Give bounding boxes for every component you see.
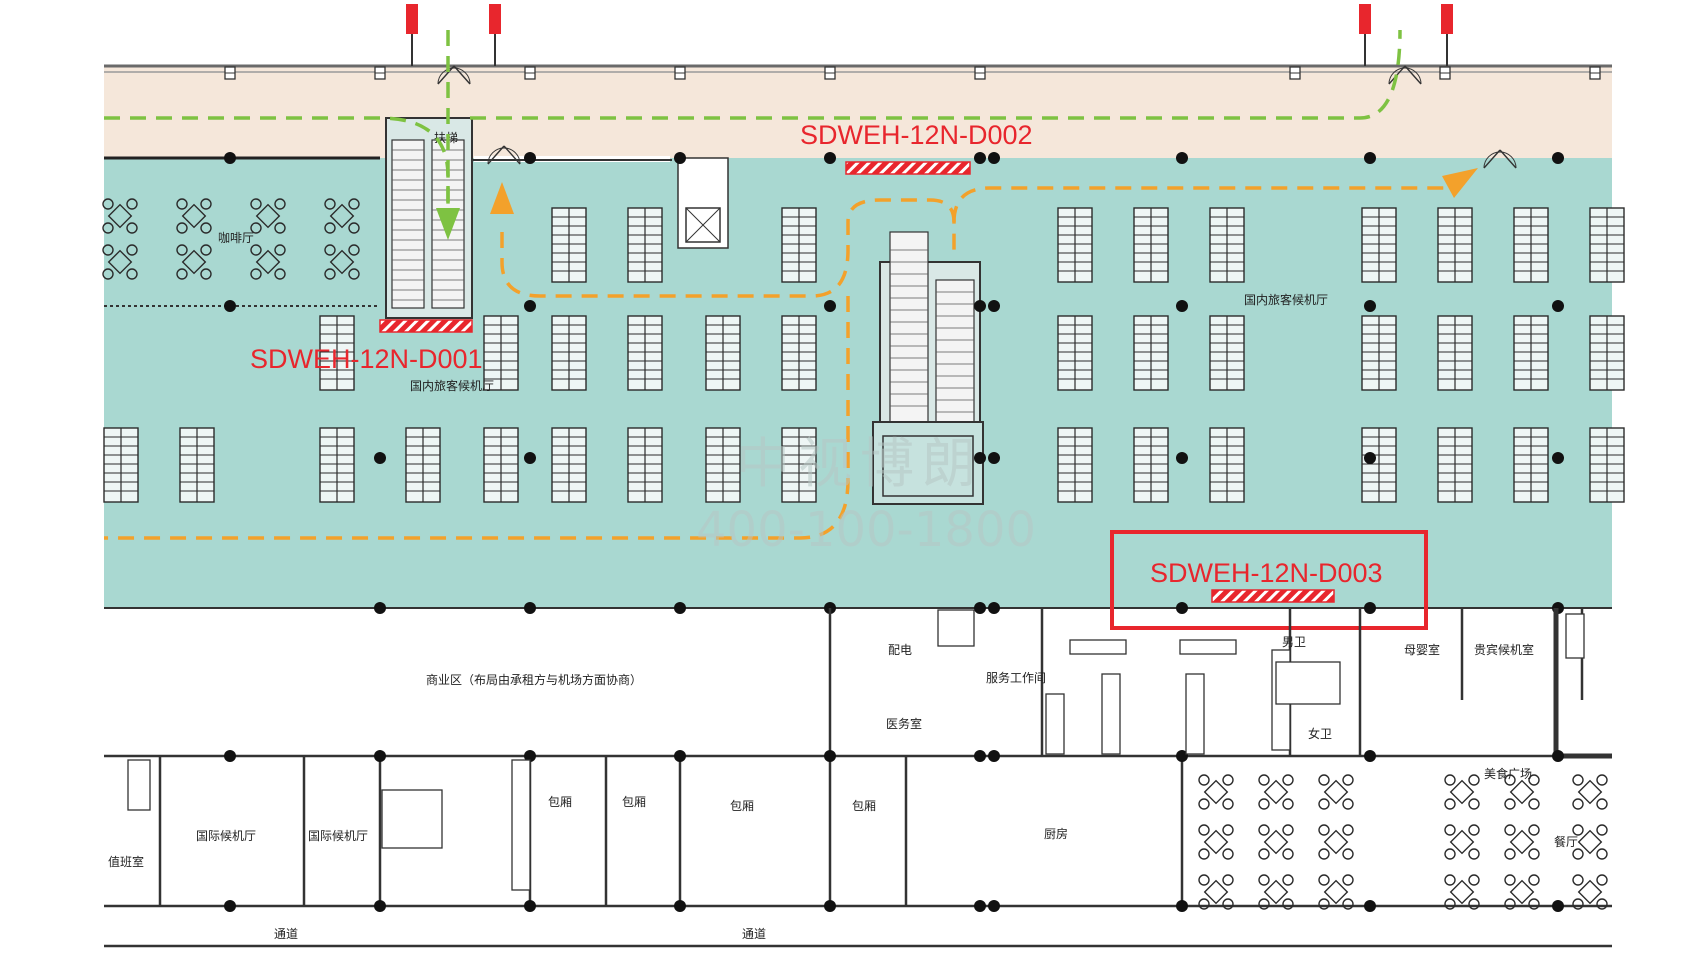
elevator-top — [677, 157, 729, 249]
departure-hall-label-left: 国内旅客候机厅 — [410, 378, 494, 393]
orange-arrow-up-head — [490, 182, 514, 214]
kitchen-label: 厨房 — [1044, 826, 1068, 841]
restaurant-label: 餐厅 — [1554, 834, 1578, 849]
ad-bar-d003[interactable] — [1211, 589, 1335, 603]
mother-room-label: 母婴室 — [1404, 642, 1440, 657]
airside-corridor — [104, 66, 1612, 158]
escalator-center — [872, 231, 984, 505]
ad-label-d002[interactable]: SDWEH-12N-D002 — [800, 120, 1033, 150]
highlight-box-d003 — [1110, 530, 1428, 630]
green-arrow-head — [436, 208, 460, 240]
watermark-phone: 400-100-1800 — [696, 502, 1036, 558]
male-wc-label: 男卫 — [1282, 635, 1306, 649]
ad-bar-d002[interactable] — [845, 161, 971, 175]
departure-hall-label-right: 国内旅客候机厅 — [1244, 292, 1328, 307]
restroom-fixtures — [127, 609, 1585, 891]
power-room-label: 配电 — [888, 643, 912, 657]
maintenance-label: 服务工作间 — [986, 670, 1046, 685]
food-court-tables — [1198, 774, 1608, 910]
medical-label: 医务室 — [886, 716, 922, 731]
ad-bar-d001[interactable] — [379, 319, 473, 333]
lower-area-walls — [104, 608, 1612, 948]
route-departure-orange — [104, 186, 1450, 540]
ad-label-d001[interactable]: SDWEH-12N-D001 — [250, 344, 483, 374]
cafe-label: 咖啡厅 — [218, 230, 254, 245]
route-arrival-green — [104, 29, 1402, 220]
orange-arrow-right-head — [1442, 168, 1478, 198]
gate-marker-right — [1359, 4, 1453, 85]
corridor-right-label: 通道 — [742, 927, 766, 941]
food-court-label: 美食广场 — [1484, 766, 1532, 781]
box4-label: 包厢 — [852, 799, 876, 813]
corridor-left-label: 通道 — [274, 927, 298, 941]
vip-room-label: 贵宾候机室 — [1474, 642, 1534, 657]
gate-marker-left — [406, 4, 501, 85]
duty-office-label: 值班室 — [108, 854, 144, 869]
box3-label: 包厢 — [730, 799, 754, 813]
business-area-label: 商业区（布局由承租方与机场方面协商） — [426, 672, 642, 687]
female-wc-label: 女卫 — [1308, 726, 1332, 741]
ad-label-d003[interactable]: SDWEH-12N-D003 — [1150, 558, 1383, 588]
intl-hall-left-label: 国际候机厅 — [196, 829, 256, 843]
box2-label: 包厢 — [622, 795, 646, 809]
watermark-name: 中视博朗 — [736, 432, 984, 495]
intl-hall-right-label: 国际候机厅 — [308, 829, 368, 843]
escalator-left — [385, 117, 473, 319]
box1-label: 包厢 — [548, 795, 572, 809]
